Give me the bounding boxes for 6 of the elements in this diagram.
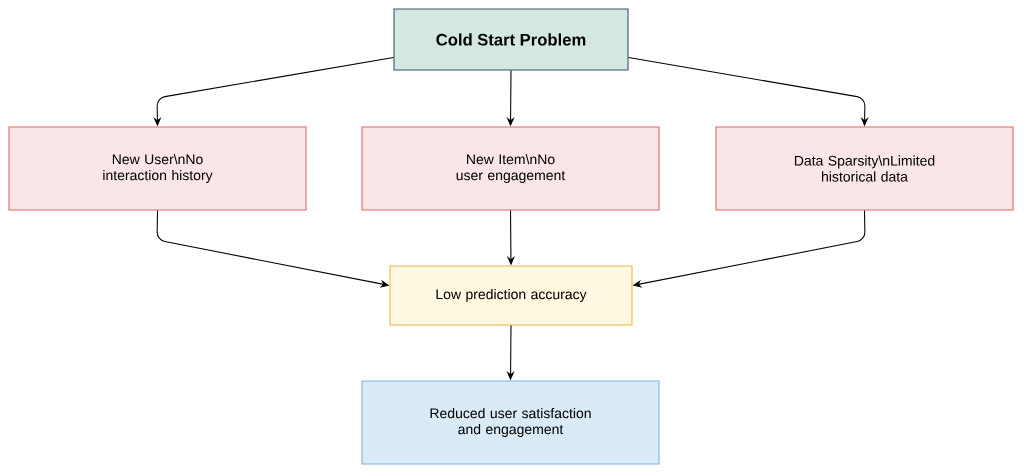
result-box: Low prediction accuracy [389,265,633,326]
title-box: Cold Start Problem [393,8,629,71]
process-box: Data Sparsity\nLimited historical data [715,126,1014,211]
process-box: New Item\nNo user engagement [361,126,660,211]
outcome-box: Reduced user satisfaction and engagement [361,380,660,465]
process-box: New User\nNo interaction history [8,126,307,211]
